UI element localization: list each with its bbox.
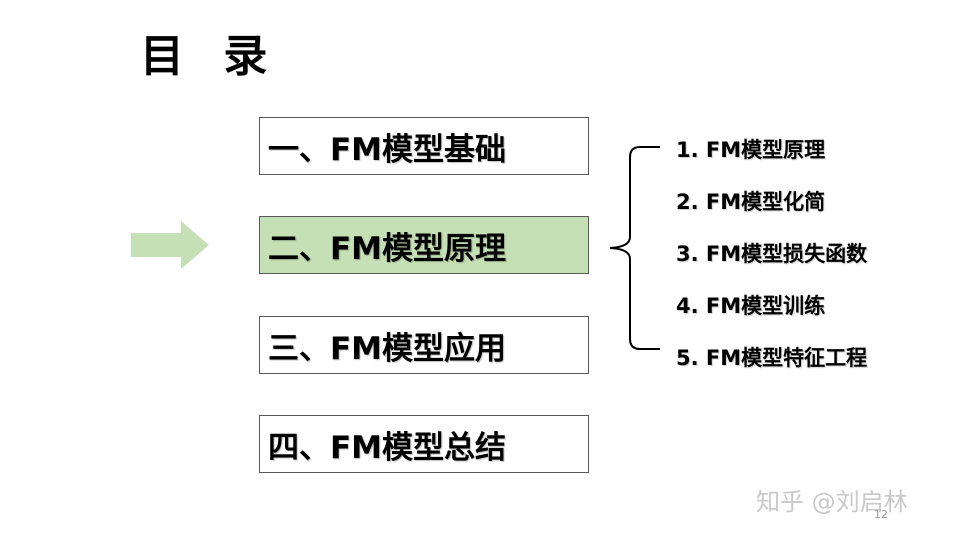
page-title: 目 录 xyxy=(140,31,280,82)
subitem-4: 4. FM模型训练 xyxy=(676,294,826,318)
section-4-box[interactable]: 四、FM模型总结 xyxy=(259,415,589,473)
subitem-1: 1. FM模型原理 xyxy=(676,138,826,162)
left-brace-icon xyxy=(609,146,660,350)
arrow-right-icon xyxy=(131,221,209,269)
section-3-box[interactable]: 三、FM模型应用 xyxy=(259,316,589,374)
subitem-5: 5. FM模型特征工程 xyxy=(676,346,868,370)
watermark: 知乎 @刘启林 xyxy=(756,488,908,516)
section-1-box[interactable]: 一、FM模型基础 xyxy=(259,117,589,175)
section-2-label: 二、FM模型原理 xyxy=(268,230,507,267)
subitem-3: 3. FM模型损失函数 xyxy=(676,242,868,266)
page-number: 12 xyxy=(874,508,888,521)
section-2-box-active[interactable]: 二、FM模型原理 xyxy=(259,216,589,274)
section-3-label: 三、FM模型应用 xyxy=(268,330,507,367)
section-1-label: 一、FM模型基础 xyxy=(268,131,507,168)
section-4-label: 四、FM模型总结 xyxy=(268,429,507,466)
subitem-2: 2. FM模型化简 xyxy=(676,190,826,214)
